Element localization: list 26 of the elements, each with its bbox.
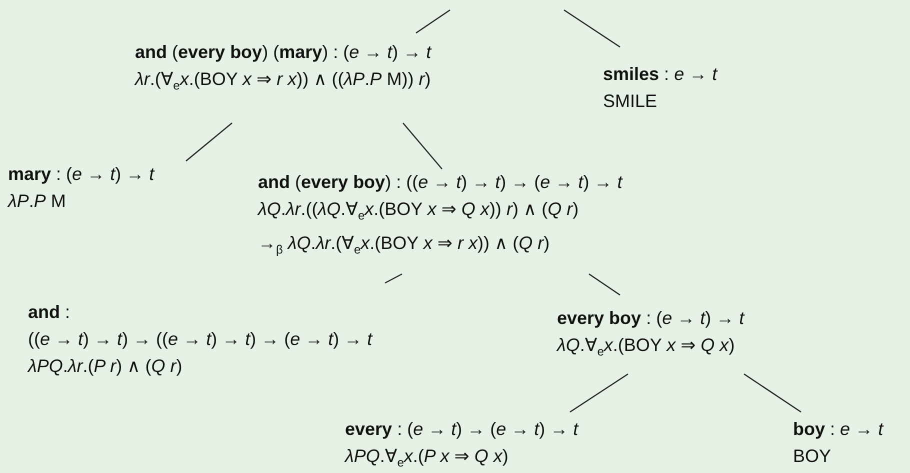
semantic-term: BOY xyxy=(793,445,832,468)
semantic-term: →$_{β}$ λQ.λr.(∀$_{e}$x.(BOY x ⇒ r x)) ∧ (Q r) xyxy=(258,232,550,258)
semantic-term: λr.(∀$_{e}$x.(BOY x ⇒ r x)) ∧ ((λP.P M)) r) xyxy=(135,68,431,95)
type-signature: and (every boy) : ((e → t) → t) → (e → t) → t xyxy=(258,171,622,194)
type-signature: every boy : (e → t) → t xyxy=(557,307,744,330)
semantic-term: λP.P M xyxy=(8,190,66,213)
tree-branch-line xyxy=(588,274,620,296)
tree-branch-line xyxy=(570,374,628,412)
semantic-term: λQ.λr.((λQ.∀$_{e}$x.(BOY x ⇒ Q x)) r) ∧ (Q r) xyxy=(258,198,579,225)
tree-branch-line xyxy=(384,273,402,284)
type-signature: smiles : e → t xyxy=(603,63,718,86)
tree-branch-line xyxy=(564,10,620,48)
semantic-term: ((e → t) → t) → ((e → t) → t) → (e → t) → t xyxy=(28,328,372,351)
type-signature: every : (e → t) → (e → t) → t xyxy=(345,418,578,441)
semantic-term: λPQ.∀$_{e}$x.(P x ⇒ Q x) xyxy=(345,445,508,472)
semantic-term: SMILE xyxy=(603,90,658,113)
type-signature: mary : (e → t) → t xyxy=(8,163,154,186)
tree-branch-line xyxy=(186,122,232,162)
type-signature: and (every boy) (mary) : (e → t) → t xyxy=(135,41,432,64)
type-signature: and : xyxy=(28,301,70,324)
tree-branch-line xyxy=(402,122,442,170)
type-signature: boy : e → t xyxy=(793,418,884,441)
tree-branch-line xyxy=(416,10,450,34)
semantic-term: λQ.∀$_{e}$x.(BOY x ⇒ Q x) xyxy=(557,334,735,361)
tree-branch-line xyxy=(744,374,802,412)
semantic-term: λPQ.λr.(P r) ∧ (Q r) xyxy=(28,355,182,378)
